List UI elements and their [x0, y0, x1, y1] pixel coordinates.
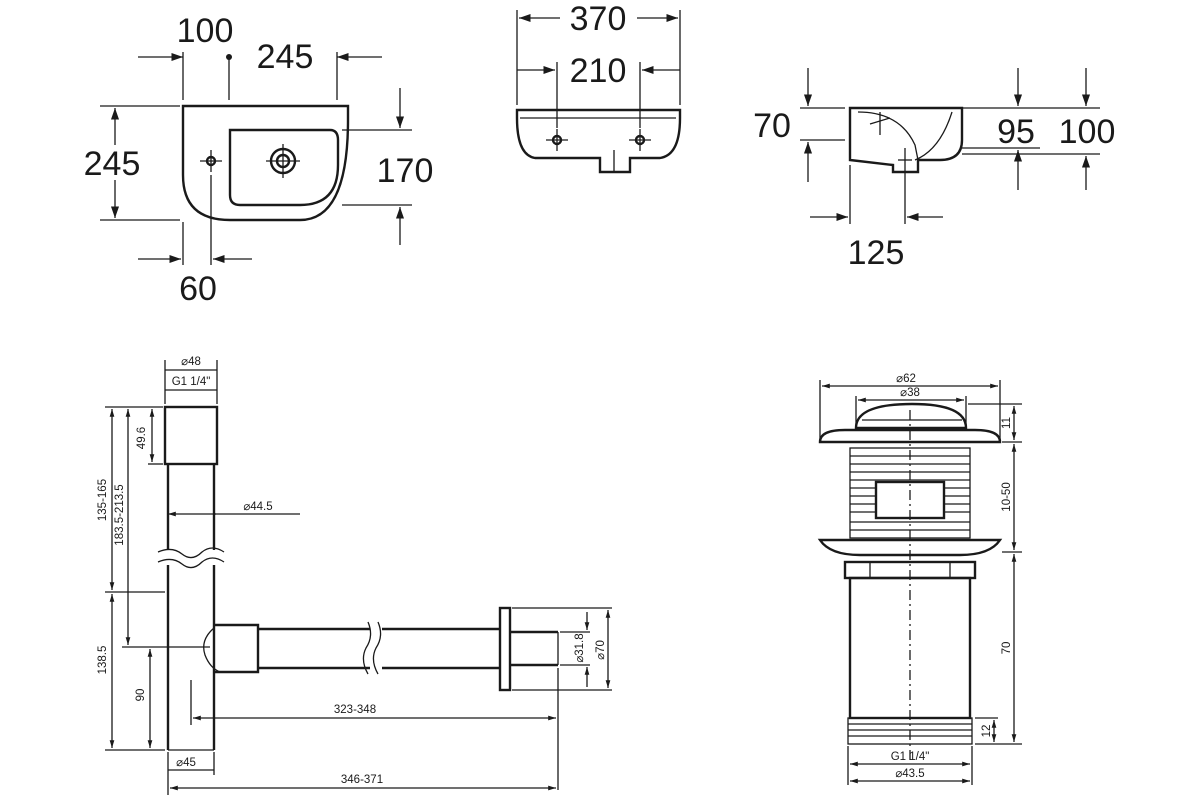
front-outline [515, 108, 682, 174]
side-outline [848, 106, 964, 174]
len-12-label: 12 [981, 725, 993, 738]
dim-125-label: 125 [848, 234, 905, 272]
len-138-5-label: 138.5 [97, 646, 109, 675]
dim-170-label: 170 [377, 152, 434, 190]
dim-245-left-label: 245 [84, 145, 141, 183]
basin-side-view: 70 95 100 125 [753, 68, 1115, 272]
bottle-trap-drawing: ⌀48 G1 1/4" 49.6 135-165 183.5-213.5 138… [97, 356, 612, 795]
basin-outline [181, 104, 350, 222]
len-323-348-label: 323-348 [334, 704, 376, 716]
dim-245-top-label: 245 [257, 38, 314, 76]
basin-bowl [228, 128, 340, 207]
dim-100-side-label: 100 [1059, 113, 1116, 151]
len-70-label: 70 [1001, 642, 1013, 655]
valve-lower-washer [817, 538, 1003, 557]
dia-45-label: ⌀45 [176, 757, 196, 769]
len-90-label: 90 [135, 689, 147, 702]
dim-100-label: 100 [177, 12, 234, 50]
dia-31-8-label: ⌀31.8 [574, 633, 586, 662]
dim-95-label: 95 [997, 113, 1035, 151]
dia-62-label: ⌀62 [896, 373, 916, 385]
wall-flange [498, 606, 512, 692]
dia-70-label: ⌀70 [595, 640, 607, 660]
drain-valve-drawing: ⌀62 ⌀38 11 10-50 70 12 G1 1/4" ⌀43.5 [817, 373, 1022, 785]
basin-plan-view: 100 245 245 170 60 [84, 12, 434, 308]
len-10-50-label: 10-50 [1001, 482, 1013, 511]
basin-front-view: 370 210 [515, 0, 682, 174]
dim-210-label: 210 [570, 52, 627, 90]
trap-cap [163, 405, 219, 466]
dia-48-label: ⌀48 [181, 356, 201, 368]
valve-top-flange [818, 428, 1002, 444]
dim-60-label: 60 [179, 270, 217, 308]
len-49-6-label: 49.6 [136, 427, 148, 449]
dia-38-label: ⌀38 [900, 387, 920, 399]
len-135-165-label: 135-165 [97, 479, 109, 521]
valve-cap [854, 402, 968, 430]
dim-370-label: 370 [570, 0, 627, 38]
len-183-213-label: 183.5-213.5 [114, 484, 126, 545]
len-11-label: 11 [1001, 417, 1013, 429]
len-346-371-label: 346-371 [341, 774, 383, 786]
dia-43-5-label: ⌀43.5 [895, 768, 924, 780]
thread-g114-label: G1 1/4" [172, 376, 211, 388]
valve-thread-g114-label: G1 1/4" [891, 751, 930, 763]
dim-70-label: 70 [753, 107, 791, 145]
dia-44-5-label: ⌀44.5 [243, 501, 272, 513]
